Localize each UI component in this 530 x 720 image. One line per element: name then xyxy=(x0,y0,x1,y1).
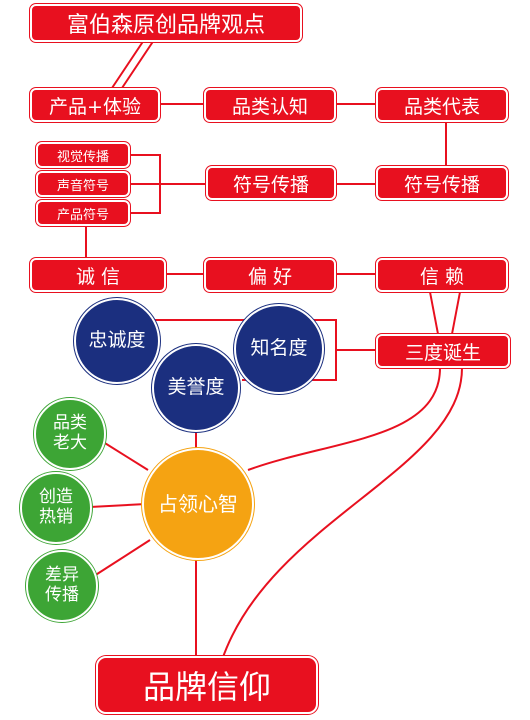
symbol-communication-box-right: 符号传播 xyxy=(376,166,508,200)
occupy-mind-circle: 占领心智 xyxy=(142,448,254,560)
fame-circle: 知名度 xyxy=(234,304,324,394)
category-cognition-box: 品类认知 xyxy=(204,88,336,122)
sound-symbol-box: 声音符号 xyxy=(36,171,130,197)
preference-box: 偏 好 xyxy=(204,258,336,292)
reputation-circle: 美誉度 xyxy=(152,344,240,432)
title-box: 富伯森原创品牌观点 xyxy=(30,4,302,42)
loyalty-circle: 忠诚度 xyxy=(74,298,160,384)
differentiated-communication-circle: 差异 传播 xyxy=(26,550,98,622)
three-degrees-born-box: 三度诞生 xyxy=(376,334,510,368)
create-hot-sales-circle: 创造 热销 xyxy=(20,472,92,544)
symbol-communication-box-middle: 符号传播 xyxy=(206,166,336,200)
trust-box: 信 赖 xyxy=(376,258,508,292)
product-experience-box: 产品+体验 xyxy=(30,88,160,122)
visual-communication-box: 视觉传播 xyxy=(36,142,130,168)
product-symbol-box: 产品符号 xyxy=(36,200,130,226)
category-leader-circle: 品类 老大 xyxy=(34,398,106,470)
category-representative-box: 品类代表 xyxy=(376,88,508,122)
integrity-box: 诚 信 xyxy=(30,258,166,292)
brand-belief-box: 品牌信仰 xyxy=(96,656,318,714)
